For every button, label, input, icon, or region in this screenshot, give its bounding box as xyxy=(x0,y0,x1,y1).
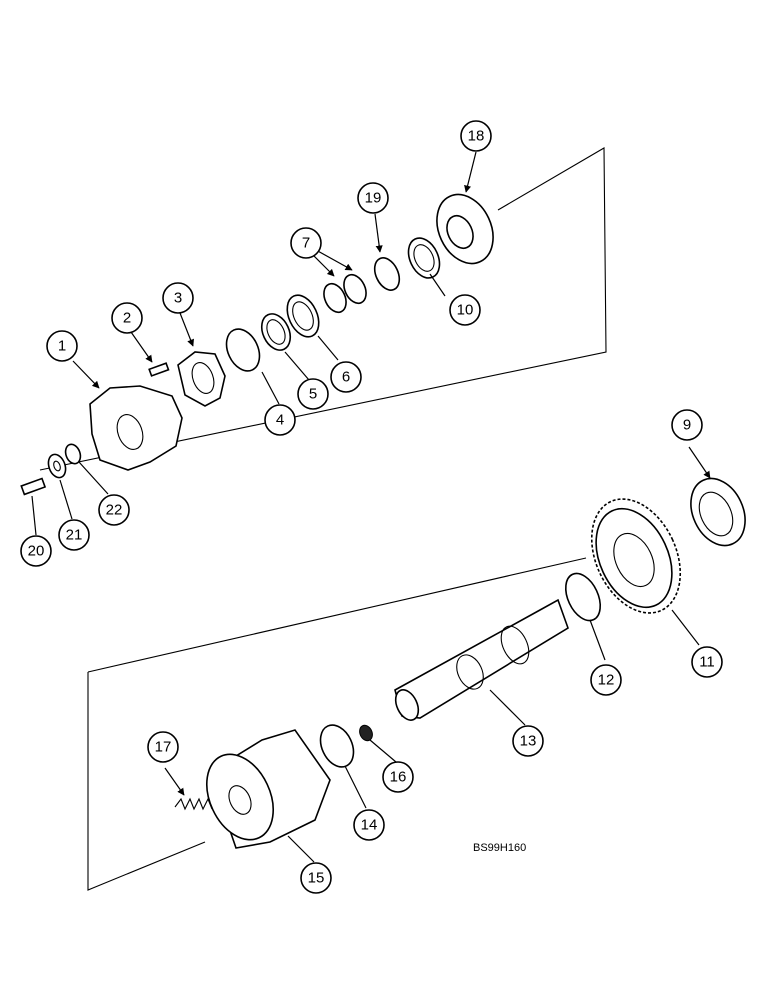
plate-part-18 xyxy=(436,193,494,265)
grouping-frame xyxy=(39,147,607,891)
callout-2: 2 xyxy=(111,302,143,334)
callout-label: 20 xyxy=(28,543,45,560)
callout-label: 2 xyxy=(123,310,131,327)
callout-21: 21 xyxy=(58,519,90,551)
washer-part-21 xyxy=(47,453,67,479)
callout-14: 14 xyxy=(353,809,385,841)
callout-label: 19 xyxy=(365,190,382,207)
carrier-part-15 xyxy=(206,729,331,849)
yoke-part-1 xyxy=(89,385,183,471)
callout-label: 5 xyxy=(309,386,317,403)
callout-13: 13 xyxy=(512,725,544,757)
thrust-washer-part-10 xyxy=(407,237,441,279)
bolt-part-20 xyxy=(20,477,47,496)
callout-4: 4 xyxy=(264,404,296,436)
callout-label: 14 xyxy=(361,817,378,834)
callout-label: 21 xyxy=(66,527,83,544)
callout-15: 15 xyxy=(300,862,332,894)
callout-10: 10 xyxy=(449,294,481,326)
callout-16: 16 xyxy=(382,761,414,793)
callout-label: 4 xyxy=(276,412,284,429)
bearing-cup-part-5 xyxy=(260,313,292,351)
callout-20: 20 xyxy=(20,535,52,567)
callout-1: 1 xyxy=(46,330,78,362)
seal-retainer-part-3 xyxy=(177,351,226,407)
snap-ring-part-19 xyxy=(373,257,401,291)
callout-19: 19 xyxy=(357,182,389,214)
callout-label: 10 xyxy=(457,302,474,319)
gear-part-11 xyxy=(590,498,682,614)
callout-label: 22 xyxy=(106,502,123,519)
callout-label: 18 xyxy=(468,128,485,145)
o-ring-part-4 xyxy=(225,328,261,372)
callout-3: 3 xyxy=(162,282,194,314)
callout-label: 7 xyxy=(302,235,310,252)
nut-part-16 xyxy=(359,724,373,742)
o-ring-part-12 xyxy=(564,572,602,622)
figure-code: BS99H160 xyxy=(473,842,527,854)
bearing-cone-part-6 xyxy=(286,294,320,338)
callout-label: 3 xyxy=(174,290,182,307)
bolt-part-2 xyxy=(148,362,170,377)
leader-lines xyxy=(31,151,711,863)
callout-label: 6 xyxy=(342,369,350,386)
callout-label: 15 xyxy=(308,870,325,887)
shim-part-7 xyxy=(323,273,367,314)
callout-label: 11 xyxy=(699,654,715,671)
callout-7: 7 xyxy=(290,227,322,259)
spring-part-17 xyxy=(174,797,213,811)
o-ring-part-14 xyxy=(319,724,355,768)
callout-label: 17 xyxy=(155,739,172,756)
callout-label: 1 xyxy=(58,338,66,355)
callout-label: 9 xyxy=(683,417,691,434)
bearing-part-9 xyxy=(690,477,746,547)
callout-12: 12 xyxy=(590,664,622,696)
callout-label: 12 xyxy=(598,672,615,689)
washer-part-22 xyxy=(64,443,82,465)
callout-5: 5 xyxy=(297,378,329,410)
callout-6: 6 xyxy=(330,361,362,393)
shaft-part-13 xyxy=(394,598,569,721)
callout-label: 13 xyxy=(520,733,537,750)
callout-17: 17 xyxy=(147,731,179,763)
callout-11: 11 xyxy=(691,646,723,678)
callout-18: 18 xyxy=(460,120,492,152)
callout-9: 9 xyxy=(671,409,703,441)
callout-label: 16 xyxy=(390,769,407,786)
callout-22: 22 xyxy=(98,494,130,526)
